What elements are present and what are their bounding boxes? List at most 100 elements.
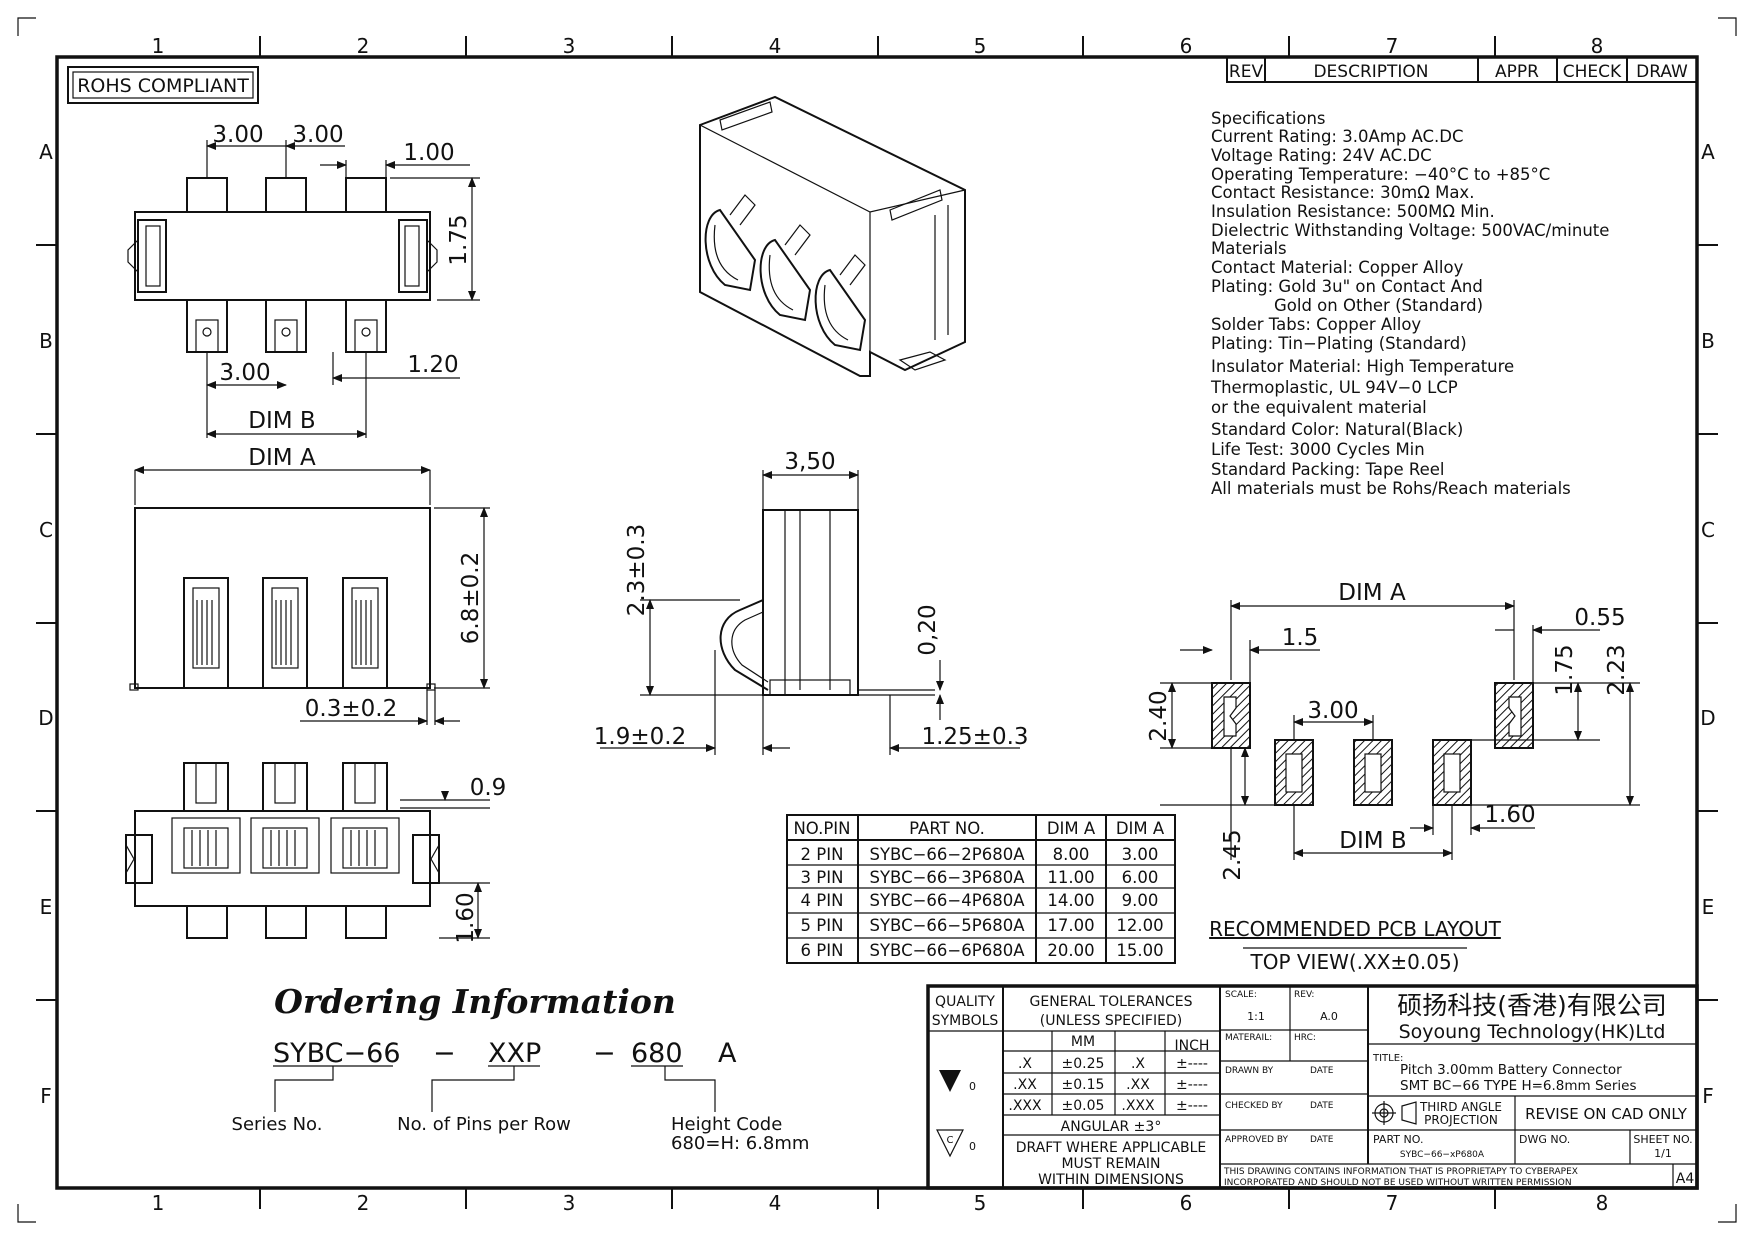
pcb-dim-160: 1.60 bbox=[1484, 802, 1535, 828]
tol-cell: ±0.25 bbox=[1062, 1056, 1105, 1072]
table-cell: 15.00 bbox=[1116, 941, 1163, 960]
col-label: 3 bbox=[563, 34, 576, 58]
table-cell: 20.00 bbox=[1047, 941, 1094, 960]
projection-label: PROJECTION bbox=[1424, 1113, 1498, 1127]
title-label: TITLE: bbox=[1372, 1053, 1403, 1064]
approved-by-label: APPROVED BY bbox=[1225, 1135, 1289, 1145]
filled-triangle-icon bbox=[939, 1070, 961, 1092]
table-cell: 3 PIN bbox=[801, 868, 844, 887]
table-cell: 12.00 bbox=[1116, 916, 1163, 935]
specifications: Specifications Current Rating: 3.0Amp AC… bbox=[1210, 109, 1609, 498]
spec-line: Insulator Material: High Temperature bbox=[1211, 357, 1514, 376]
description-header: DESCRIPTION bbox=[1313, 62, 1428, 82]
sheet-size: A4 bbox=[1676, 1171, 1695, 1187]
tol-cell: .X bbox=[1131, 1056, 1145, 1072]
row-label: B bbox=[1701, 329, 1715, 353]
spec-line: Materials bbox=[1211, 239, 1287, 258]
bottom-view: 0.9 1.60 bbox=[125, 762, 507, 944]
tol-cell: ±---- bbox=[1176, 1077, 1208, 1093]
dim-side-thk: 0,20 bbox=[915, 604, 941, 655]
spec-line: or the equivalent material bbox=[1211, 398, 1427, 417]
dim-bottom-tab: 0.9 bbox=[470, 775, 507, 801]
spec-line: Specifications bbox=[1211, 109, 1326, 128]
dim-side-right: 1.25±0.3 bbox=[921, 724, 1028, 750]
col-label: 3 bbox=[563, 1191, 576, 1215]
row-label: D bbox=[38, 706, 53, 730]
col-label: 5 bbox=[974, 1191, 987, 1215]
tol-cell: ±---- bbox=[1176, 1098, 1208, 1114]
spec-line: All materials must be Rohs/Reach materia… bbox=[1211, 479, 1571, 498]
pcb-dim-240: 2.40 bbox=[1146, 690, 1172, 741]
col-label: 4 bbox=[769, 34, 782, 58]
col-label: 2 bbox=[357, 34, 370, 58]
order-height: 680 bbox=[631, 1038, 683, 1069]
table-header: NO.PIN bbox=[793, 819, 850, 838]
row-label: E bbox=[1702, 895, 1715, 919]
row-label: E bbox=[40, 895, 53, 919]
rev-label: REV: bbox=[1294, 990, 1314, 1000]
col-label: 5 bbox=[974, 34, 987, 58]
spec-line: Operating Temperature: −40°C to +85°C bbox=[1211, 165, 1550, 184]
table-cell: 9.00 bbox=[1122, 891, 1159, 910]
tol-cell: .X bbox=[1018, 1056, 1032, 1072]
order-height-label: Height Code bbox=[671, 1114, 782, 1135]
spec-line: Contact Material: Copper Alloy bbox=[1211, 258, 1464, 277]
mm-header: MM bbox=[1071, 1034, 1095, 1050]
dim-bottom-offset: 1.20 bbox=[407, 352, 458, 378]
pcb-dim-a: DIM A bbox=[1338, 580, 1406, 606]
date-label: DATE bbox=[1310, 1135, 1334, 1145]
table-cell: 2 PIN bbox=[801, 845, 844, 864]
row-label: F bbox=[40, 1084, 52, 1108]
spec-line: Contact Resistance: 30mΩ Max. bbox=[1211, 183, 1474, 202]
order-suffix: A bbox=[718, 1038, 737, 1069]
quality-label: QUALITY bbox=[935, 994, 995, 1010]
table-cell: 17.00 bbox=[1047, 916, 1094, 935]
appr-header: APPR bbox=[1495, 62, 1539, 82]
pcb-layout-view: TOP VIEW(.XX±0.05) bbox=[1249, 950, 1459, 974]
dim-front-height: 6.8±0.2 bbox=[458, 552, 484, 644]
spec-line: Plating: Gold 3u" on Contact And bbox=[1211, 277, 1483, 296]
sheet-no-label: SHEET NO. bbox=[1633, 1133, 1692, 1146]
dim-bottom-len: 1.60 bbox=[453, 892, 479, 943]
col-label: 2 bbox=[357, 1191, 370, 1215]
row-label: A bbox=[39, 140, 53, 164]
table-header: DIM A bbox=[1116, 819, 1165, 838]
table-cell: SYBC−66−3P680A bbox=[870, 868, 1026, 887]
title-block: QUALITY SYMBOLS GENERAL TOLERANCES (UNLE… bbox=[926, 984, 1699, 1190]
date-label: DATE bbox=[1310, 1066, 1334, 1076]
hrc-label: HRC: bbox=[1294, 1033, 1316, 1043]
sheet-border: 1 2 3 4 5 6 7 8 1 2 3 4 5 6 7 8 A B C D … bbox=[17, 17, 1737, 1223]
col-label: 7 bbox=[1386, 34, 1399, 58]
table-header: PART NO. bbox=[909, 819, 985, 838]
draw-header: DRAW bbox=[1636, 62, 1688, 82]
drawn-by-label: DRAWN BY bbox=[1225, 1066, 1274, 1076]
spec-line: Gold on Other (Standard) bbox=[1274, 296, 1483, 315]
rohs-badge: ROHS COMPLIANT bbox=[67, 66, 259, 104]
table-cell: 14.00 bbox=[1047, 891, 1094, 910]
tol-cell: ±---- bbox=[1176, 1056, 1208, 1072]
table-cell: SYBC−66−6P680A bbox=[870, 941, 1026, 960]
table-cell: 4 PIN bbox=[801, 891, 844, 910]
draft-note: MUST REMAIN bbox=[1061, 1156, 1160, 1172]
scale-value: 1:1 bbox=[1247, 1010, 1265, 1023]
draft-note: WITHIN DIMENSIONS bbox=[1038, 1172, 1184, 1188]
pcb-layout: DIM A 1.5 0.55 1.75 2.23 2.40 3.00 1.60 bbox=[1146, 580, 1640, 974]
company-name-en: Soyoung Technology(HK)Ltd bbox=[1399, 1021, 1666, 1043]
draft-note: DRAFT WHERE APPLICABLE bbox=[1016, 1140, 1207, 1156]
tol-cell: ±0.15 bbox=[1062, 1077, 1105, 1093]
table-cell: 3.00 bbox=[1122, 845, 1159, 864]
order-dash: − bbox=[433, 1038, 456, 1069]
projection-label: THIRD ANGLE bbox=[1419, 1100, 1502, 1114]
tol-cell: .XXX bbox=[1008, 1098, 1042, 1114]
front-view: DIM A 6.8±0.2 0.3±0.2 bbox=[129, 445, 490, 725]
spec-line: Current Rating: 3.0Amp AC.DC bbox=[1211, 127, 1464, 146]
revise-note: REVISE ON CAD ONLY bbox=[1525, 1105, 1688, 1123]
pcb-dim-15: 1.5 bbox=[1282, 625, 1319, 651]
inch-header: INCH bbox=[1175, 1038, 1210, 1054]
proprietary-notice: INCORPORATED AND SHOULD NOT BE USED WITH… bbox=[1224, 1178, 1572, 1188]
spec-line: Insulation Resistance: 500MΩ Min. bbox=[1211, 202, 1495, 221]
table-cell: 11.00 bbox=[1047, 868, 1094, 887]
table-cell: 6 PIN bbox=[801, 941, 844, 960]
row-label: D bbox=[1700, 706, 1715, 730]
rev-header: REV bbox=[1229, 62, 1264, 82]
